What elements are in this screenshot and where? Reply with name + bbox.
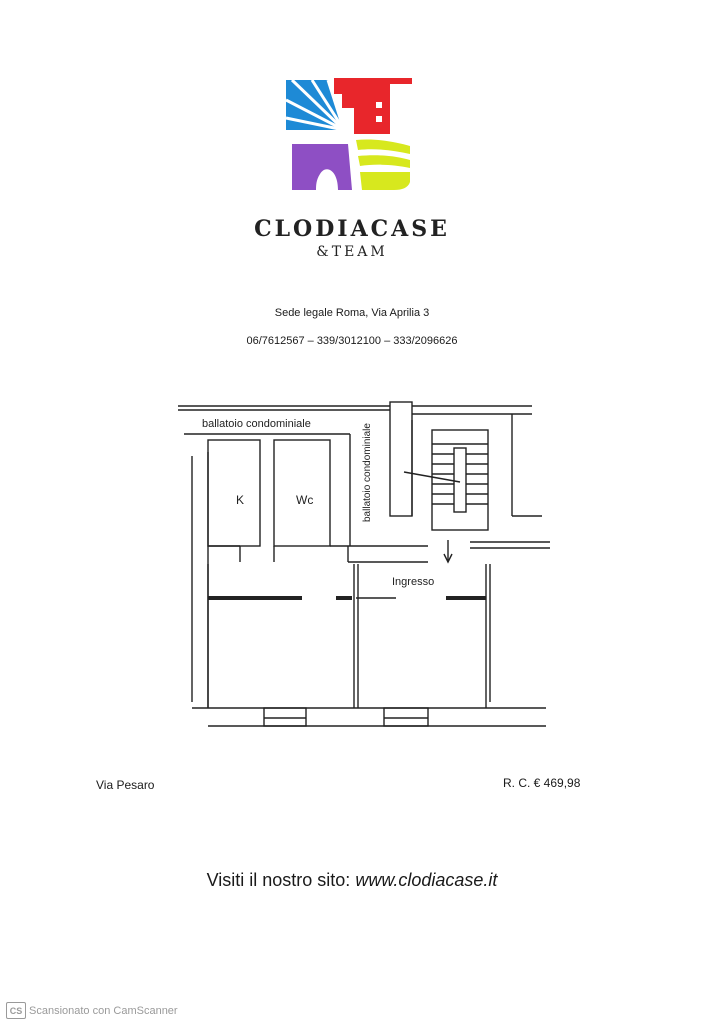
brand-name: CLODIACASE — [254, 216, 450, 242]
website-line: Visiti il nostro sito: www.clodiacase.it — [0, 870, 704, 891]
label-kitchen: K — [236, 493, 244, 507]
company-phones: 06/7612567 – 339/3012100 – 333/2096626 — [246, 335, 458, 347]
camscanner-icon: CS — [6, 1002, 26, 1019]
cadastral-income: R. C. € 469,98 — [503, 776, 581, 790]
brand-subtitle: &TEAM — [316, 244, 388, 260]
street-name: Via Pesaro — [96, 778, 155, 792]
label-gallery-vertical: ballatoio condominiale — [362, 423, 373, 522]
logo-red-house — [334, 78, 412, 134]
website-link[interactable]: www.clodiacase.it — [355, 870, 498, 890]
label-wc: Wc — [296, 493, 313, 507]
label-gallery-horizontal: ballatoio condominiale — [202, 418, 311, 430]
clodiacase-logo-icon — [285, 78, 412, 190]
logo-yellow-fields — [356, 139, 410, 190]
camscanner-watermark: CS Scansionato con CamScanner — [6, 1002, 178, 1019]
website-prefix: Visiti il nostro sito: — [206, 870, 356, 890]
camscanner-text: Scansionato con CamScanner — [29, 1004, 178, 1017]
floor-plan: ballatoio condominiale ballatoio condomi… — [178, 401, 550, 727]
label-entrance: Ingresso — [392, 576, 434, 588]
company-address: Sede legale Roma, Via Aprilia 3 — [274, 307, 430, 319]
logo-purple-arch — [292, 144, 352, 190]
